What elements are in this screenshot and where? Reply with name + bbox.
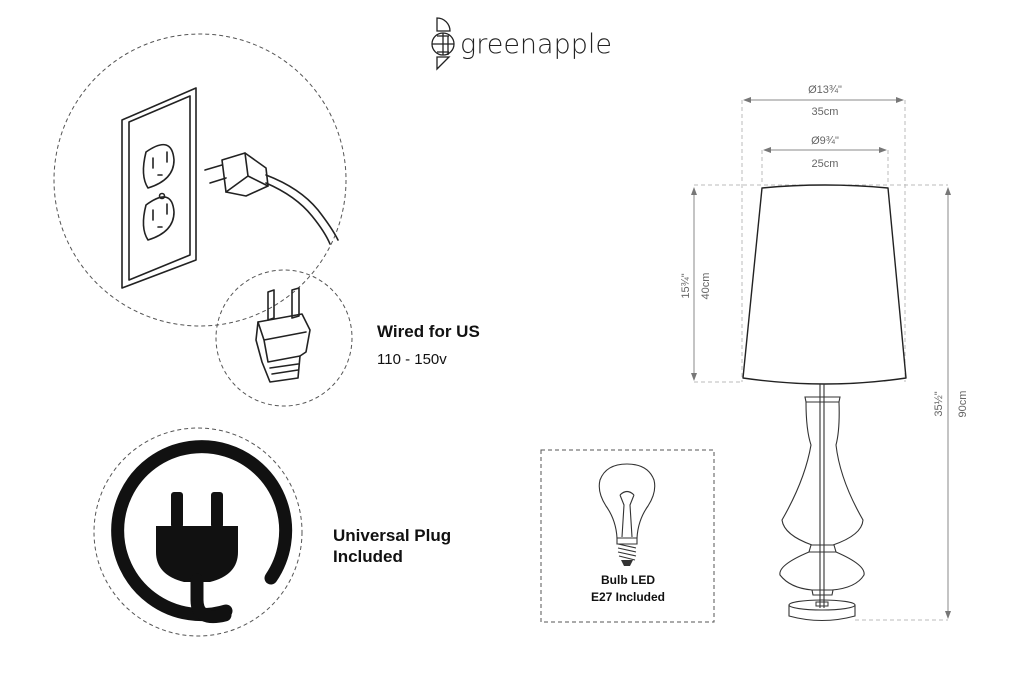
us-plug-illustration (215, 269, 353, 407)
us-plug-title: Wired for US (377, 322, 480, 341)
shade-bottom-inches: Ø13¾" (808, 84, 842, 96)
lamp-drawing (742, 184, 907, 621)
bulb-box: Bulb LED E27 Included (540, 449, 715, 623)
outlet-illustration (53, 33, 347, 327)
shade-top-cm: 25cm (812, 158, 839, 170)
shade-bottom-cm: 35cm (812, 106, 839, 118)
universal-plug-title-1: Universal Plug (333, 526, 451, 545)
universal-plug-icon (111, 440, 293, 624)
bulb-label-2: E27 Included (591, 590, 665, 604)
universal-plug-illustration (93, 427, 303, 637)
shade-height-inches: 15¾" (680, 273, 692, 298)
shade-top-inches: Ø9¾" (811, 135, 839, 147)
total-height-cm: 90cm (957, 391, 969, 418)
total-height-inches: 35½" (933, 391, 945, 416)
bulb-label-1: Bulb LED (601, 573, 655, 587)
brand-name: greenapple (460, 29, 612, 60)
dimension-guides (691, 97, 951, 621)
logo-icon (431, 17, 455, 71)
us-plug-voltage: 110 - 150v (377, 351, 447, 368)
bulb-icon (598, 463, 656, 566)
brand-logo: greenapple (431, 17, 612, 71)
universal-plug-title-2: Included (333, 547, 403, 566)
shade-height-cm: 40cm (700, 273, 712, 300)
